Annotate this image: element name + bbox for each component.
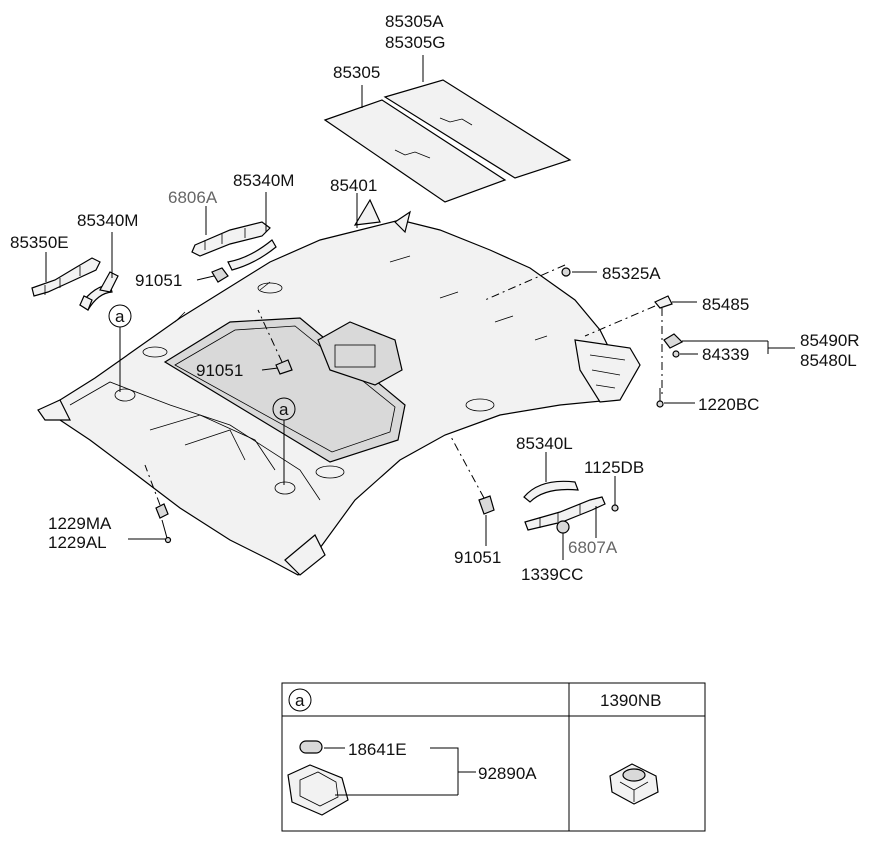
callout-letter-a-left: a <box>115 307 125 326</box>
grommet-1339CC <box>556 520 570 560</box>
clip-91051-middle <box>261 359 293 375</box>
mount-85490R <box>663 333 684 349</box>
lamp-housing-92890A-icon <box>287 764 458 816</box>
screw-1125DB <box>611 482 619 512</box>
label-85350E: 85350E <box>10 233 69 252</box>
dashline-91051-bottom <box>449 434 485 499</box>
label-1339CC: 1339CC <box>521 565 583 584</box>
label-1220BC: 1220BC <box>698 395 759 414</box>
label-91051-top: 91051 <box>135 271 182 290</box>
label-85401: 85401 <box>330 176 377 195</box>
bracket-6807A <box>524 496 606 531</box>
label-85305A: 85305A <box>385 12 444 31</box>
label-85485: 85485 <box>702 295 749 314</box>
clip-91051-bottom <box>478 495 495 546</box>
label-1125DB: 1125DB <box>584 458 644 477</box>
screw-85325A <box>561 267 597 277</box>
grab-handle-85340L <box>523 480 579 503</box>
label-6806A: 6806A <box>168 188 218 207</box>
label-85490R: 85490R <box>800 331 860 350</box>
label-91051-bottom: 91051 <box>454 548 501 567</box>
legend-bracket-92890A <box>430 747 459 795</box>
label-85325A: 85325A <box>602 264 661 283</box>
label-84339: 84339 <box>702 345 749 364</box>
grab-handle-left-85340M <box>79 271 119 311</box>
clip-1390NB-icon <box>609 763 659 805</box>
callout-letter-a-right: a <box>279 400 289 419</box>
label-85305: 85305 <box>333 63 380 82</box>
label-85480L: 85480L <box>800 351 857 370</box>
callout-circle-a-right <box>272 397 296 485</box>
label-1229MA: 1229MA <box>48 514 112 533</box>
headliner-85401 <box>37 198 641 576</box>
grab-handle-top-85340M <box>227 239 277 271</box>
label-6807A: 6807A <box>568 538 618 557</box>
label-85340M-left: 85340M <box>77 211 138 230</box>
legend-table <box>281 682 706 832</box>
label-91051-middle: 91051 <box>196 361 243 380</box>
legend-header-part: 1390NB <box>600 691 661 710</box>
dashline-1229MA <box>144 464 161 506</box>
clip-1229MA <box>128 503 172 544</box>
label-1229AL: 1229AL <box>48 533 107 552</box>
label-85340M-top: 85340M <box>233 171 294 190</box>
legend-header-symbol: a <box>295 691 305 710</box>
bracket-6806A <box>191 221 271 257</box>
callout-circle-a-left <box>108 304 132 392</box>
bolt-1220BC <box>656 388 695 408</box>
bracket-85350E <box>31 257 101 297</box>
roof-pad-85305 <box>323 99 507 203</box>
bulb-18641E-icon <box>299 740 345 754</box>
label-85340L: 85340L <box>516 434 573 453</box>
nut-84339 <box>672 350 680 358</box>
roof-pad-85305A <box>383 79 572 179</box>
label-85305G: 85305G <box>385 33 446 52</box>
dashline-85485 <box>584 305 656 337</box>
clip-91051-top <box>196 267 229 283</box>
bracket-85485 <box>654 295 697 309</box>
dashline-85325A <box>484 264 566 301</box>
label-18641E: 18641E <box>348 740 407 759</box>
label-92890A: 92890A <box>478 764 537 783</box>
